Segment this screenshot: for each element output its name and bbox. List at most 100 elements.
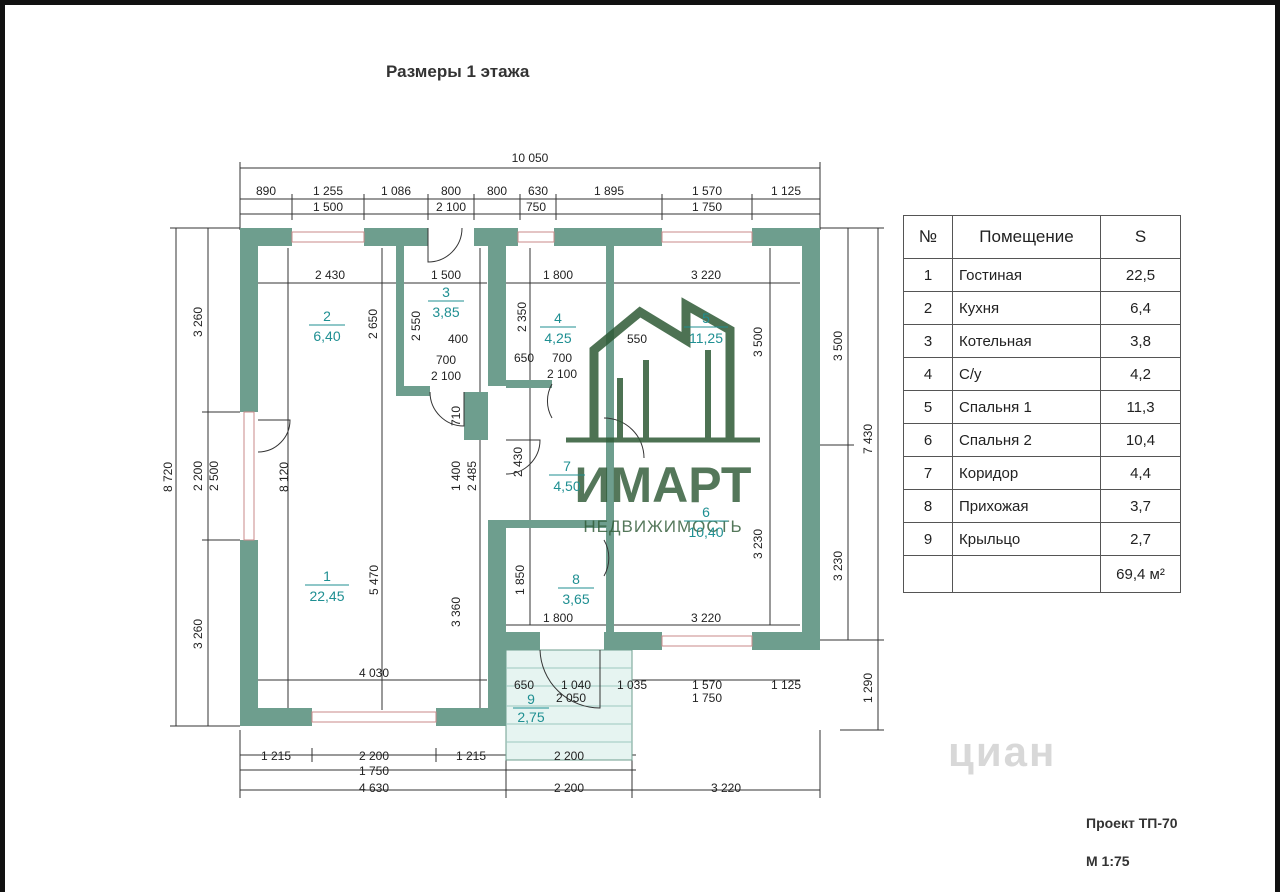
dim-int-4: 3 220 bbox=[691, 268, 721, 282]
dim-top-9: 1 125 bbox=[771, 184, 801, 198]
row-area: 3,8 bbox=[1100, 324, 1181, 358]
total-empty-no bbox=[903, 555, 953, 593]
room-label-6: 6 10,40 bbox=[684, 504, 728, 540]
dim-int-3: 1 800 bbox=[543, 268, 573, 282]
dim-int-10: 2 350 bbox=[515, 302, 529, 332]
porch-area bbox=[505, 649, 633, 761]
svg-text:3,85: 3,85 bbox=[432, 304, 459, 320]
svg-text:6,40: 6,40 bbox=[313, 328, 340, 344]
plan-scale: М 1:75 bbox=[1086, 853, 1130, 869]
dim-bottom2-1: 1 750 bbox=[359, 764, 389, 778]
svg-text:8: 8 bbox=[572, 571, 580, 587]
dim-top2-4: 1 750 bbox=[692, 200, 722, 214]
dim-int-23: 1 850 bbox=[513, 565, 527, 595]
room-label-2: 2 6,40 bbox=[309, 308, 345, 344]
dim-int-7: 400 bbox=[448, 332, 468, 346]
room-label-8: 8 3,65 bbox=[558, 571, 594, 607]
row-no: 5 bbox=[903, 390, 953, 424]
room-label-3: 3 3,85 bbox=[428, 284, 464, 320]
dim-int-24: 1 800 bbox=[543, 611, 573, 625]
dim-bottom-3: 1 215 bbox=[456, 749, 486, 763]
table-row: 4 С/у 4,2 bbox=[903, 357, 1181, 391]
table-row: 5 Спальня 1 11,3 bbox=[903, 390, 1181, 424]
dim-int-21: 5 470 bbox=[367, 565, 381, 595]
dim-int-22: 3 360 bbox=[449, 597, 463, 627]
dim-int-34: 1 750 bbox=[692, 691, 722, 705]
dim-int-32: 1 125 bbox=[771, 678, 801, 692]
row-no: 1 bbox=[903, 258, 953, 292]
row-area: 3,7 bbox=[1100, 489, 1181, 523]
dim-top-6: 630 bbox=[528, 184, 548, 198]
row-name: Крыльцо bbox=[952, 522, 1101, 556]
dim-top-1: 890 bbox=[256, 184, 276, 198]
svg-text:2: 2 bbox=[323, 308, 331, 324]
room-label-9: 9 2,75 bbox=[513, 691, 549, 725]
dim-int-14: 550 bbox=[627, 332, 647, 346]
dim-int-5: 2 650 bbox=[366, 309, 380, 339]
dim-top-7: 1 895 bbox=[594, 184, 624, 198]
project-name: Проект ТП-70 bbox=[1086, 815, 1178, 831]
dim-int-1: 2 430 bbox=[315, 268, 345, 282]
dim-top-4: 800 bbox=[441, 184, 461, 198]
dim-int-33: 2 050 bbox=[556, 691, 586, 705]
svg-text:3,65: 3,65 bbox=[562, 591, 589, 607]
row-area: 22,5 bbox=[1100, 258, 1181, 292]
dim-top-2: 1 255 bbox=[313, 184, 343, 198]
svg-text:7: 7 bbox=[563, 458, 571, 474]
header-room: Помещение bbox=[952, 215, 1101, 259]
windows bbox=[243, 231, 753, 723]
plan-title: Размеры 1 этажа bbox=[386, 62, 530, 81]
dim-left-outer: 8 720 bbox=[161, 462, 175, 492]
dim-int-31: 1 570 bbox=[692, 678, 722, 692]
dim-top-total: 10 050 bbox=[512, 151, 549, 165]
dim-right-2: 3 230 bbox=[831, 551, 845, 581]
watermark-tagline: НЕДВИЖИМОСТЬ bbox=[583, 517, 742, 536]
svg-text:5: 5 bbox=[702, 310, 710, 326]
dim-int-8: 700 bbox=[436, 353, 456, 367]
image-frame-right bbox=[1275, 0, 1280, 892]
svg-text:1: 1 bbox=[323, 568, 331, 584]
table-row: 7 Коридор 4,4 bbox=[903, 456, 1181, 490]
svg-text:9: 9 bbox=[527, 691, 535, 707]
row-area: 11,3 bbox=[1100, 390, 1181, 424]
row-name: Спальня 2 bbox=[952, 423, 1101, 457]
table-total-row: 69,4 м² bbox=[903, 555, 1181, 593]
dim-top2-2: 2 100 bbox=[436, 200, 466, 214]
rooms-table: № Помещение S 1 Гостиная 22,5 2 Кухня 6,… bbox=[903, 215, 1181, 593]
dim-bottom3-3: 3 220 bbox=[711, 781, 741, 795]
dim-bottom-4: 2 200 bbox=[554, 749, 584, 763]
room-label-5: 5 11,25 bbox=[684, 310, 728, 346]
image-frame-left bbox=[0, 0, 5, 892]
row-no: 6 bbox=[903, 423, 953, 457]
row-area: 4,4 bbox=[1100, 456, 1181, 490]
row-area: 6,4 bbox=[1100, 291, 1181, 325]
svg-text:4,25: 4,25 bbox=[544, 330, 571, 346]
dim-int-25: 3 230 bbox=[751, 529, 765, 559]
header-area: S bbox=[1100, 215, 1181, 259]
dim-left-1: 3 260 bbox=[191, 307, 205, 337]
dim-top2-3: 750 bbox=[526, 200, 546, 214]
row-no: 2 bbox=[903, 291, 953, 325]
row-no: 9 bbox=[903, 522, 953, 556]
dim-bottom3-1: 4 630 bbox=[359, 781, 389, 795]
svg-text:22,45: 22,45 bbox=[309, 588, 344, 604]
rooms-table-header: № Помещение S bbox=[903, 215, 1181, 259]
dim-int-15: 3 500 bbox=[751, 327, 765, 357]
image-frame-top bbox=[0, 0, 1280, 5]
dim-top2-1: 1 500 bbox=[313, 200, 343, 214]
row-name: Спальня 1 bbox=[952, 390, 1101, 424]
room-label-4: 4 4,25 bbox=[540, 310, 576, 346]
dim-int-16: 710 bbox=[449, 406, 463, 426]
dim-right-outer: 7 430 bbox=[861, 424, 875, 454]
dim-top-8: 1 570 bbox=[692, 184, 722, 198]
dim-int-17: 1 400 bbox=[449, 461, 463, 491]
dim-int-13: 2 100 bbox=[547, 367, 577, 381]
row-area: 4,2 bbox=[1100, 357, 1181, 391]
dim-int-27: 4 030 bbox=[359, 666, 389, 680]
porch-steps bbox=[506, 667, 632, 743]
svg-text:4: 4 bbox=[554, 310, 562, 326]
row-name: Котельная bbox=[952, 324, 1101, 358]
total-area: 69,4 м² bbox=[1100, 555, 1181, 593]
table-row: 3 Котельная 3,8 bbox=[903, 324, 1181, 358]
